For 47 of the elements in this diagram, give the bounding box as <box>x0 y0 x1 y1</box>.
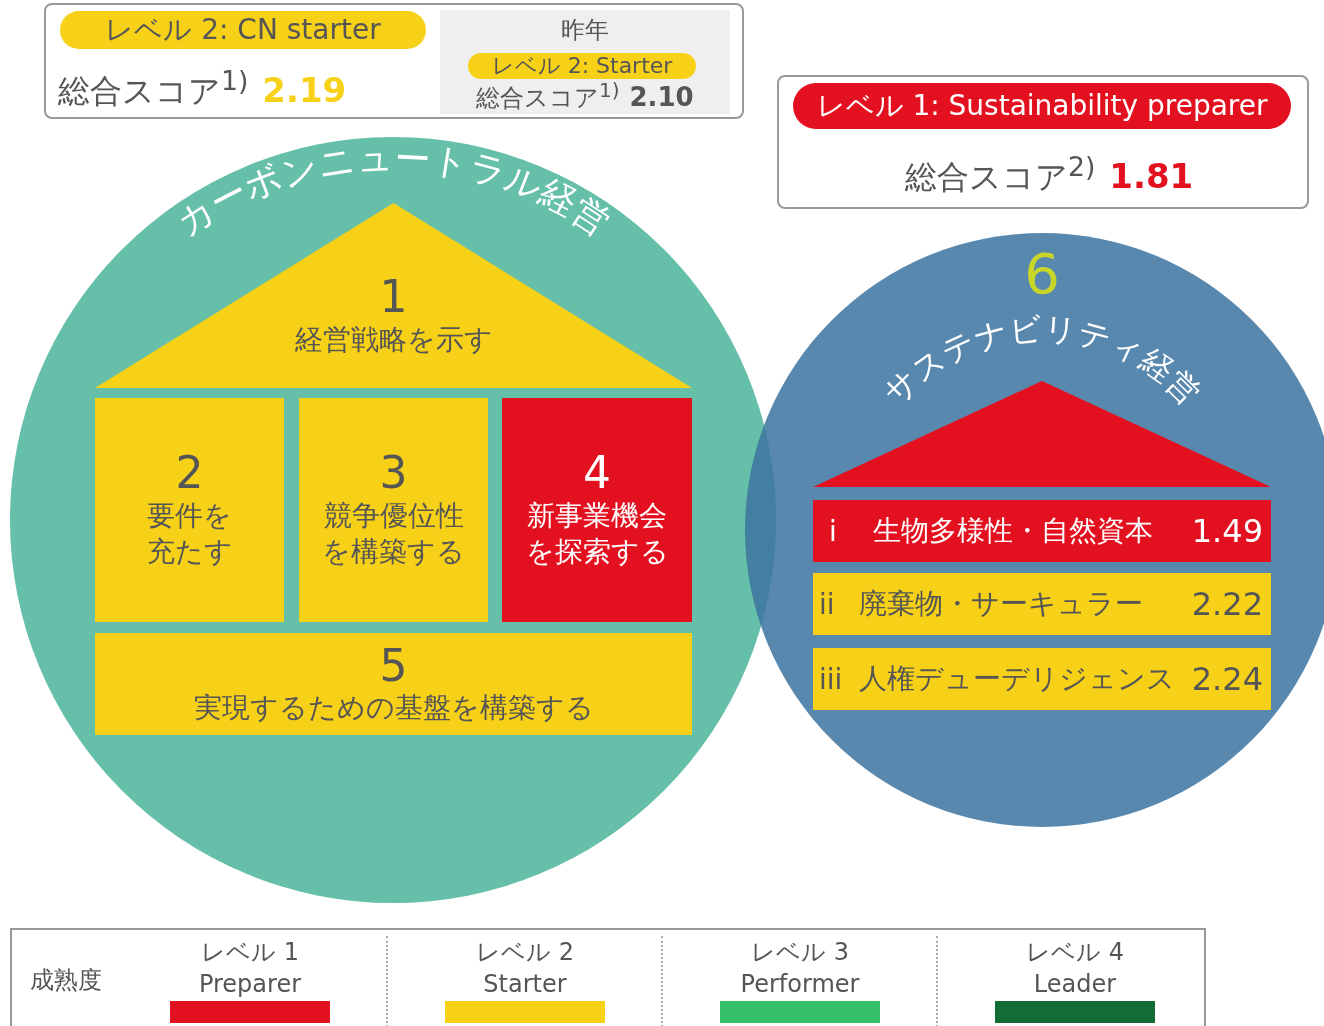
score-value: 2.19 <box>262 69 347 110</box>
level-pill: レベル 2: Starter <box>468 53 696 79</box>
pillar-box <box>502 398 692 622</box>
theme-score: 1.49 <box>1191 512 1263 550</box>
level-pill: レベル 1: Sustainability preparer <box>793 83 1291 129</box>
score-value: 1.81 <box>1109 155 1194 196</box>
roman-numeral: iii <box>819 662 844 696</box>
legend-text: レベル 2 Starter <box>475 937 575 1001</box>
theme-text: 人権デューデリジェンス <box>859 661 1176 697</box>
circle-title: サステナビリティ経営 <box>875 309 1209 412</box>
pillar-number: 1 <box>379 273 408 322</box>
legend-text: レベル 4 Leader <box>1025 937 1125 1001</box>
score-value: 2.10 <box>629 82 694 112</box>
pillar-text: 新事業機会を探索する <box>524 497 670 571</box>
theme-text: 生物多様性・自然資本 <box>873 513 1154 549</box>
pillar-text: 競争優位性を構築する <box>321 497 466 571</box>
pillar-number: 3 <box>379 449 408 498</box>
theme-bar <box>813 573 1271 635</box>
theme-score: 2.24 <box>1191 660 1263 698</box>
theme-text: 廃棄物・サーキュラー <box>859 586 1144 622</box>
score-card <box>777 75 1309 209</box>
score-card <box>44 3 744 119</box>
level-pill: レベル 2: CN starter <box>60 11 426 49</box>
theme-bar <box>813 648 1271 710</box>
pillar-text: 要件を充たす <box>145 497 234 571</box>
theme-bar <box>813 500 1271 562</box>
score-label: 総合スコア$^{2)}$ <box>905 151 1096 198</box>
pillar-box <box>299 398 488 622</box>
theme-score: 2.22 <box>1191 585 1263 623</box>
pillar-number: 5 <box>379 641 408 690</box>
pillar-box <box>95 633 692 735</box>
pillar-number: 6 <box>1024 241 1060 306</box>
pillar-number: 4 <box>583 449 611 498</box>
legend-text: レベル 1 Preparer <box>197 937 303 1001</box>
score-label: 総合スコア$^{1)}$ <box>476 78 620 114</box>
pillar-text: 経営戦略を示す <box>294 321 493 358</box>
roman-numeral: i <box>828 514 838 548</box>
pillar-box <box>95 398 284 622</box>
previous-year-panel <box>440 10 730 114</box>
legend-text: レベル 3 Performer <box>739 937 861 1001</box>
panel-heading: 昨年 <box>561 16 609 44</box>
score-label: 総合スコア$^{1)}$ <box>58 65 249 112</box>
legend-heading: 成熟度 <box>30 965 102 996</box>
circle-title: カーボンニュートラル経営 <box>168 136 618 244</box>
roman-numeral: ii <box>819 587 836 621</box>
pillar-text: 実現するための基盤を構築する <box>193 690 594 726</box>
pillar-number: 2 <box>175 449 204 498</box>
